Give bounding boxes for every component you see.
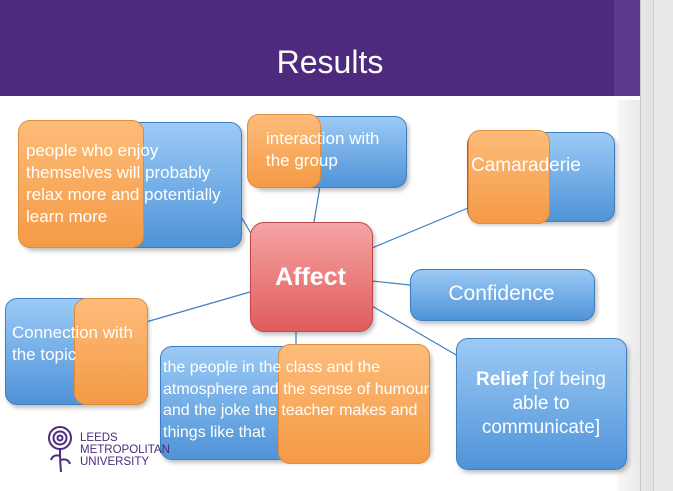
node-enjoy-accent	[18, 120, 144, 248]
connector-lines	[145, 185, 469, 357]
node-relief-bold: Relief	[476, 369, 528, 390]
slide-title: Results	[276, 44, 384, 80]
connector-confidence	[371, 280, 411, 286]
connector-relief	[371, 305, 459, 357]
logo-line3: UNIVERSITY	[80, 456, 150, 468]
connector-connection	[145, 291, 251, 323]
leeds-rose-logo-icon	[48, 426, 72, 473]
node-confidence-label: Confidence	[448, 282, 555, 305]
node-interaction-label: interaction with the group	[266, 129, 380, 170]
node-relief-label: Relief [of being able to communicate]	[464, 368, 618, 440]
university-name: LEEDS METROPOLITAN UNIVERSITY	[80, 432, 170, 468]
title-band	[0, 0, 640, 96]
logo-line2: METROPOLITAN	[80, 444, 170, 456]
slide: Results people who enjoy themselves will…	[0, 0, 640, 491]
node-camaraderie-label: Camaraderie	[471, 155, 581, 176]
scroll-area[interactable]	[640, 0, 673, 491]
node-center[interactable]	[250, 222, 373, 332]
node-connection-accent	[74, 298, 148, 405]
node-enjoy-label: people who enjoy themselves will probabl…	[26, 141, 221, 226]
node-interaction-accent	[247, 114, 321, 188]
node-connection-label: Connection with the topic	[12, 323, 133, 364]
node-confidence[interactable]	[410, 269, 595, 321]
logo-line1: LEEDS	[80, 432, 118, 444]
node-center-label: Affect	[275, 263, 346, 291]
vertical-scrollbar[interactable]	[653, 0, 673, 491]
title-band-edge	[614, 0, 640, 96]
node-people-accent	[278, 344, 430, 464]
node-people-label: the people in the class and the atmosphe…	[163, 359, 429, 441]
connector-interaction	[313, 185, 321, 223]
connector-camaraderie	[371, 207, 469, 249]
node-relief-rest: [of being able to communicate]	[481, 369, 606, 438]
node-relief[interactable]	[456, 338, 627, 470]
node-camaraderie-accent	[468, 130, 550, 224]
